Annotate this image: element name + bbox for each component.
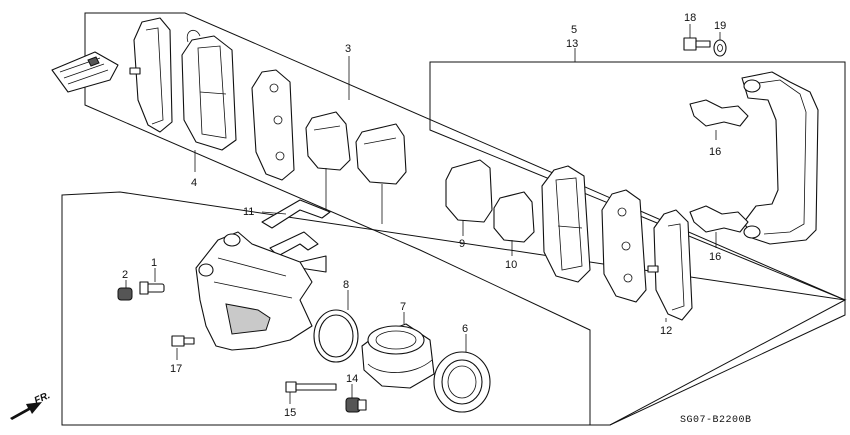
callout-10: 10 <box>505 259 517 271</box>
brake-pad-right-outer <box>647 209 693 321</box>
callout-12: 12 <box>660 325 672 337</box>
callout-4: 4 <box>191 177 197 189</box>
callout-19: 19 <box>714 20 726 32</box>
brake-pad-inner <box>181 29 237 151</box>
diagram-code: SG07-B2200B <box>680 415 752 426</box>
anti-squeal-shim-a <box>305 111 351 171</box>
caliper-bracket <box>741 71 819 245</box>
callout-13: 13 <box>566 38 578 50</box>
pad-retainer-clip-upper <box>689 99 749 127</box>
front-label: FR. <box>33 390 52 407</box>
brake-pad-outer <box>129 17 173 133</box>
callout-9: 9 <box>459 238 465 250</box>
pad-shim-a <box>251 69 295 181</box>
bolt-18 <box>683 37 711 51</box>
grease-packet <box>51 51 119 93</box>
callout-7: 7 <box>400 301 406 313</box>
callout-17: 17 <box>170 363 182 375</box>
bleeder-cap <box>117 287 133 301</box>
front-direction-indicator: FR. <box>10 390 52 420</box>
shim-10 <box>493 191 535 243</box>
callout-1: 1 <box>151 257 157 269</box>
caliper-body <box>195 231 313 351</box>
callout-6: 6 <box>462 323 468 335</box>
callout-8: 8 <box>343 279 349 291</box>
caliper-bolt-17 <box>171 335 195 347</box>
brake-pad-right-shim <box>601 189 647 303</box>
piston-boot <box>433 351 491 413</box>
guide-pin-boot-14 <box>345 397 367 413</box>
shim-9 <box>445 159 493 223</box>
callouts: 3 4 5 13 18 19 16 16 11 9 10 12 2 1 8 7 … <box>122 12 726 419</box>
washer-19 <box>713 39 727 57</box>
pad-retainer-clip-lower <box>689 205 749 233</box>
callout-18: 18 <box>684 12 696 24</box>
leader-lines <box>125 24 721 404</box>
guide-pin-15 <box>285 381 337 393</box>
callout-16-lower: 16 <box>709 251 721 263</box>
callout-15: 15 <box>284 407 296 419</box>
callout-3: 3 <box>345 43 351 55</box>
callout-14: 14 <box>346 373 358 385</box>
callout-11: 11 <box>243 206 254 218</box>
caliper-assembly-frame <box>61 191 847 426</box>
front-arrow-icon <box>10 402 42 420</box>
callout-5: 5 <box>571 24 577 36</box>
anti-squeal-shim-b <box>355 123 407 185</box>
callout-2: 2 <box>122 269 128 281</box>
callout-16-upper: 16 <box>709 146 721 158</box>
brake-pad-right-inner <box>541 165 591 283</box>
bracket-frame <box>429 61 846 301</box>
bleeder-screw <box>139 281 165 295</box>
piston-seal <box>313 309 359 363</box>
caliper-piston <box>361 323 435 389</box>
